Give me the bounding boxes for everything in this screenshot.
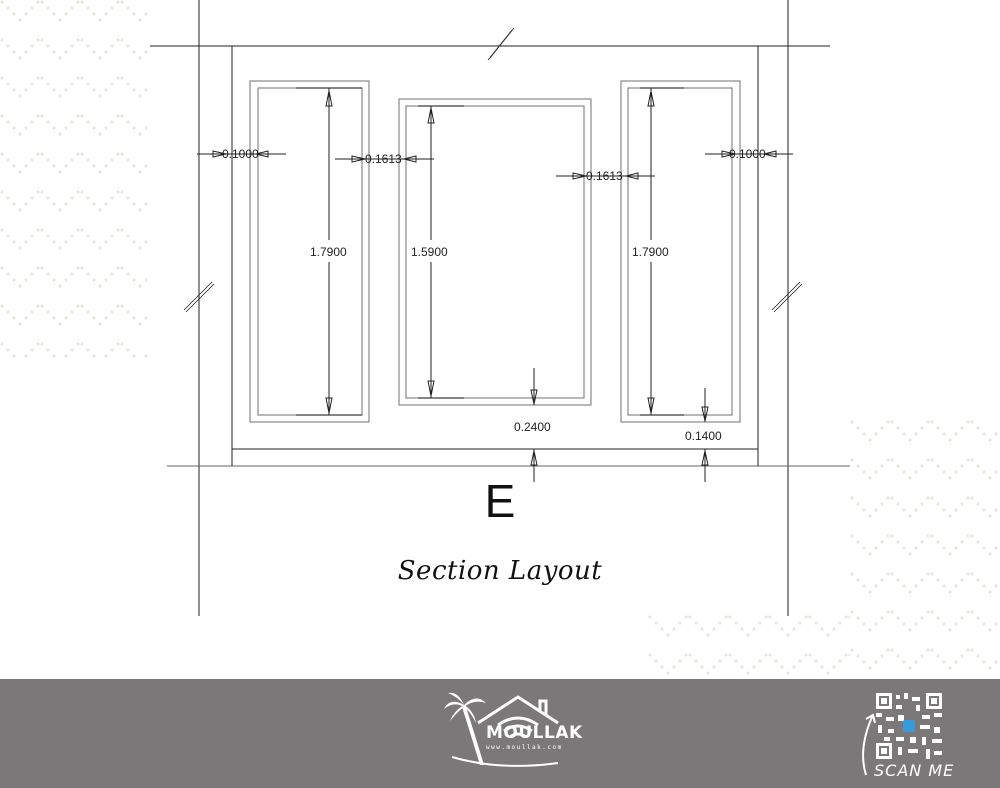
- moullak-logo-icon: [444, 692, 559, 767]
- section-title: Section Layout: [397, 556, 603, 586]
- dim-side-sill: 0.1400: [685, 429, 722, 443]
- footer-bar: MOULLAK www.moullak.com SCAN ME: [0, 679, 1000, 788]
- curved-arrow-icon: [862, 713, 876, 776]
- section-letter: E: [484, 475, 516, 527]
- dim-right-window-height: 1.7900: [632, 245, 669, 259]
- dim-center-window-height: 1.5900: [411, 245, 448, 259]
- dot-pattern-bottom-right: [850, 420, 1000, 679]
- dim-left-wall-gap: 0.1000: [222, 147, 259, 161]
- dot-pattern-bottom-center: [648, 615, 850, 679]
- scan-me-label: SCAN ME: [874, 761, 955, 780]
- brand-website: www.moullak.com: [486, 744, 563, 751]
- qr-code-icon[interactable]: [876, 693, 942, 759]
- dim-center-sill: 0.2400: [514, 420, 551, 434]
- dot-pattern-top-left: [0, 0, 150, 360]
- dim-left-window-height: 1.7900: [310, 245, 347, 259]
- dim-right-wall-gap: 0.1000: [729, 147, 766, 161]
- dim-center-right-gap: 0.1613: [586, 169, 623, 183]
- brand-name: MOULLAK: [486, 723, 583, 743]
- dim-left-center-gap: 0.1613: [365, 152, 402, 166]
- section-drawing: 0.1000 0.1613 0.1613 0.1000 1.7900 1.590…: [150, 0, 850, 616]
